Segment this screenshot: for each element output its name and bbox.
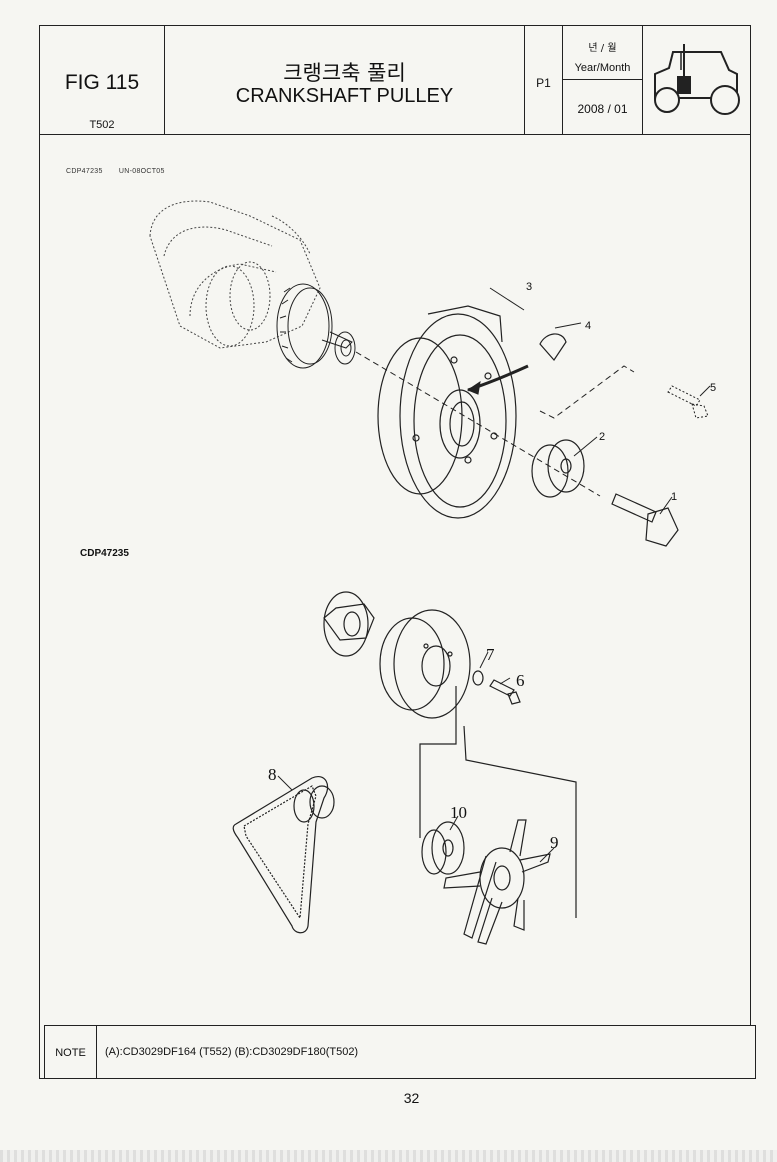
parts-sheet: FIG 115 T502 크랭크축 풀리 CRANKSHAFT PULLEY P…: [39, 25, 751, 1079]
callout-8: 8: [268, 765, 277, 784]
bolt-part: [611, 493, 679, 547]
washer-bolt-small: [472, 670, 521, 705]
sheet-header: FIG 115 T502 크랭크축 풀리 CRANKSHAFT PULLEY P…: [40, 26, 750, 135]
small-bolt-part: [667, 385, 709, 419]
callout-3: 3: [526, 281, 532, 293]
title-cell: 크랭크축 풀리 CRANKSHAFT PULLEY: [165, 26, 525, 134]
note-label: NOTE: [45, 1026, 97, 1078]
woodruff-key: [539, 333, 567, 361]
model-code: T502: [89, 119, 115, 131]
page-label: P1: [536, 76, 551, 90]
fan-spacer: [421, 821, 465, 875]
title-english: CRANKSHAFT PULLEY: [235, 85, 454, 107]
fan-belt: [232, 776, 335, 934]
figure-cell: FIG 115 T502: [40, 26, 165, 134]
pulley-part: [377, 305, 517, 519]
date-cell: 년 / 월 Year/Month 2008 / 01: [563, 26, 643, 134]
date-label-korean: 년 / 월: [588, 43, 617, 54]
callout-9: 9: [550, 833, 559, 852]
callout-1: 1: [671, 491, 677, 503]
crankshaft-drawing: [149, 200, 321, 349]
page-number: 32: [403, 1090, 420, 1106]
axis-line: [355, 351, 601, 497]
callout-2: 2: [599, 431, 605, 443]
cooling-fan: [443, 819, 551, 945]
drawing-code-top-suffix: UN-08OCT05: [118, 168, 165, 175]
date-label-english: Year/Month: [574, 62, 631, 74]
callout-10: 10: [450, 803, 467, 822]
drawing-code-top: CDP47235 UN-08OCT05: [66, 168, 165, 175]
tractor-icon: [654, 44, 740, 115]
date-value: 2008 / 01: [577, 102, 628, 116]
scan-edge: [0, 1150, 777, 1162]
logo-cell: [643, 26, 750, 134]
drawing-code-top-id: CDP47235: [66, 168, 103, 175]
drawing-code-lower: CDP47235: [80, 548, 129, 559]
callout-6: 6: [516, 671, 525, 690]
crank-gear: [276, 283, 356, 369]
note-text: (A):CD3029DF164 (T552) (B):CD3029DF180(T…: [105, 1046, 359, 1058]
callout-4: 4: [585, 320, 591, 332]
date-heading: 년 / 월 Year/Month: [563, 26, 642, 80]
page-cell: P1: [525, 26, 563, 134]
washer-part: [531, 439, 585, 498]
exploded-parts-diagram: 1 2 3 4 5 6 7 8 9 10: [149, 200, 716, 945]
leader-dashed: [539, 365, 635, 419]
title-korean: 크랭크축 풀리: [283, 61, 406, 85]
callout-7: 7: [486, 645, 495, 664]
callout-5: 5: [710, 382, 716, 394]
damper-assembly: [323, 591, 471, 719]
note-box: NOTE (A):CD3029DF164 (T552) (B):CD3029DF…: [44, 1025, 756, 1079]
figure-number: FIG 115: [64, 71, 140, 94]
